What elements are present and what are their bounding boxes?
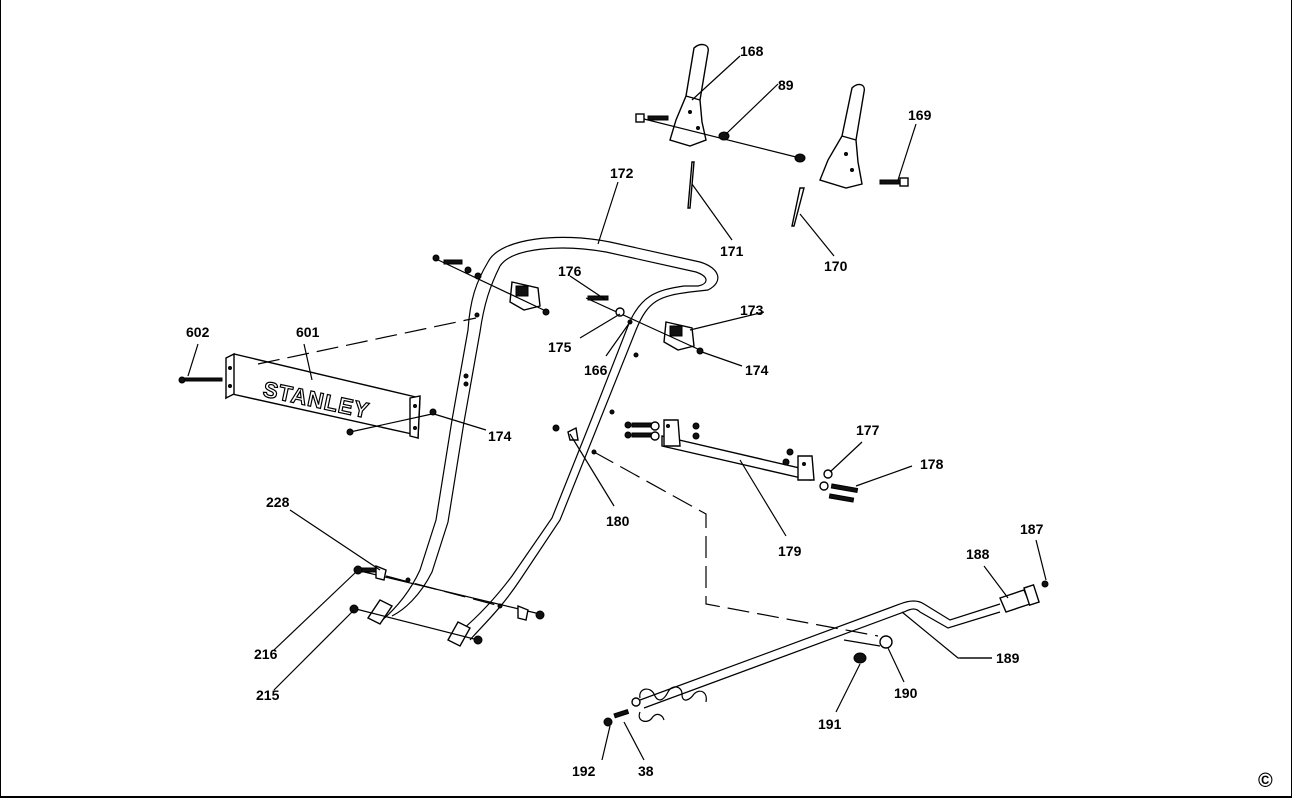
callout-189: 189 [996,650,1020,666]
clip-parts [687,161,805,227]
callout-188: 188 [966,546,990,562]
callout-168: 168 [740,43,764,59]
callout-601: 601 [296,324,320,340]
callout-178: 178 [920,456,944,472]
callout-labels: 168 89 169 172 171 170 176 173 175 166 1… [186,43,1044,779]
callout-89: 89 [778,77,794,93]
callout-602: 602 [186,324,210,340]
callout-171: 171 [720,243,744,259]
callout-228: 228 [266,494,290,510]
stanley-logo-panel: STANLEY [225,352,421,440]
clamp-upper-left [432,254,550,316]
callout-180: 180 [606,513,630,529]
callout-166: 166 [584,362,608,378]
callout-169: 169 [908,107,932,123]
copyright-symbol: © [1258,770,1273,792]
part-180 [552,424,579,441]
callout-38: 38 [638,763,654,779]
callout-179: 179 [778,543,802,559]
handle-bracket-right [819,83,866,189]
lower-mount-hardware [349,564,545,645]
callout-174-lower: 174 [488,428,512,444]
bracket-bolt-assembly [635,113,909,187]
callout-216: 216 [254,646,278,662]
bail-bracket [624,419,859,503]
callout-172: 172 [610,165,634,181]
callout-175: 175 [548,339,572,355]
panel-screw-lower [346,408,437,436]
callout-191: 191 [818,716,842,732]
callout-177: 177 [856,422,880,438]
callout-215: 215 [256,687,280,703]
handle-bracket-left [669,43,709,147]
callout-174-upper: 174 [745,362,769,378]
callout-192: 192 [572,763,596,779]
callout-190: 190 [894,685,918,701]
callout-176: 176 [558,263,582,279]
callout-187: 187 [1020,521,1044,537]
panel-screw [178,376,223,384]
leader-lines [187,55,1047,761]
control-rod [603,580,1049,727]
callout-170: 170 [824,258,848,274]
callout-173: 173 [740,302,764,318]
clamp-upper-right [585,295,704,355]
